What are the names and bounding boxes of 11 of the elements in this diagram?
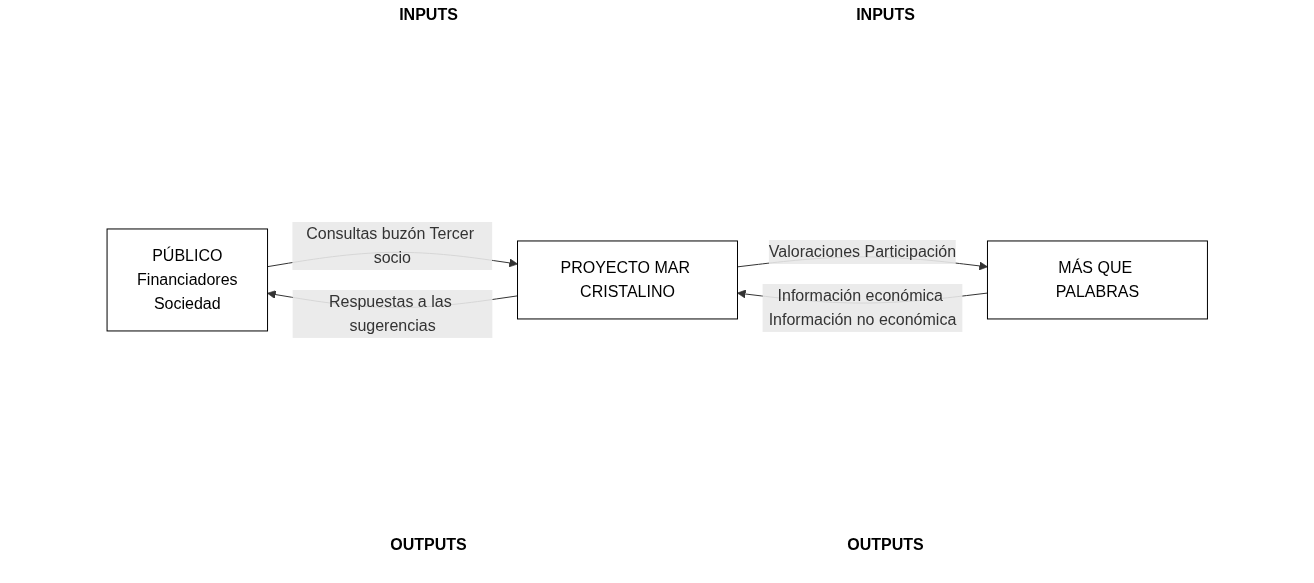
edge-label: Consultas buzón Tercer socio <box>305 225 474 267</box>
outputs-heading: OUTPUTS <box>390 536 467 554</box>
node-box: PÚBLICO Financiadores Sociedad <box>106 228 268 332</box>
edge-label: Respuestas a las sugerencias <box>328 292 452 334</box>
outputs-heading: OUTPUTS <box>847 536 924 554</box>
edge-label: Valoraciones Participación <box>768 242 956 260</box>
edge-label: Información económica Información no económica <box>768 286 957 328</box>
inputs-heading: INPUTS <box>856 6 915 24</box>
inputs-heading: INPUTS <box>399 6 458 24</box>
node-box: PROYECTO MAR CRISTALINO <box>516 240 738 320</box>
node-box: MÁS QUE PALABRAS <box>986 240 1208 320</box>
